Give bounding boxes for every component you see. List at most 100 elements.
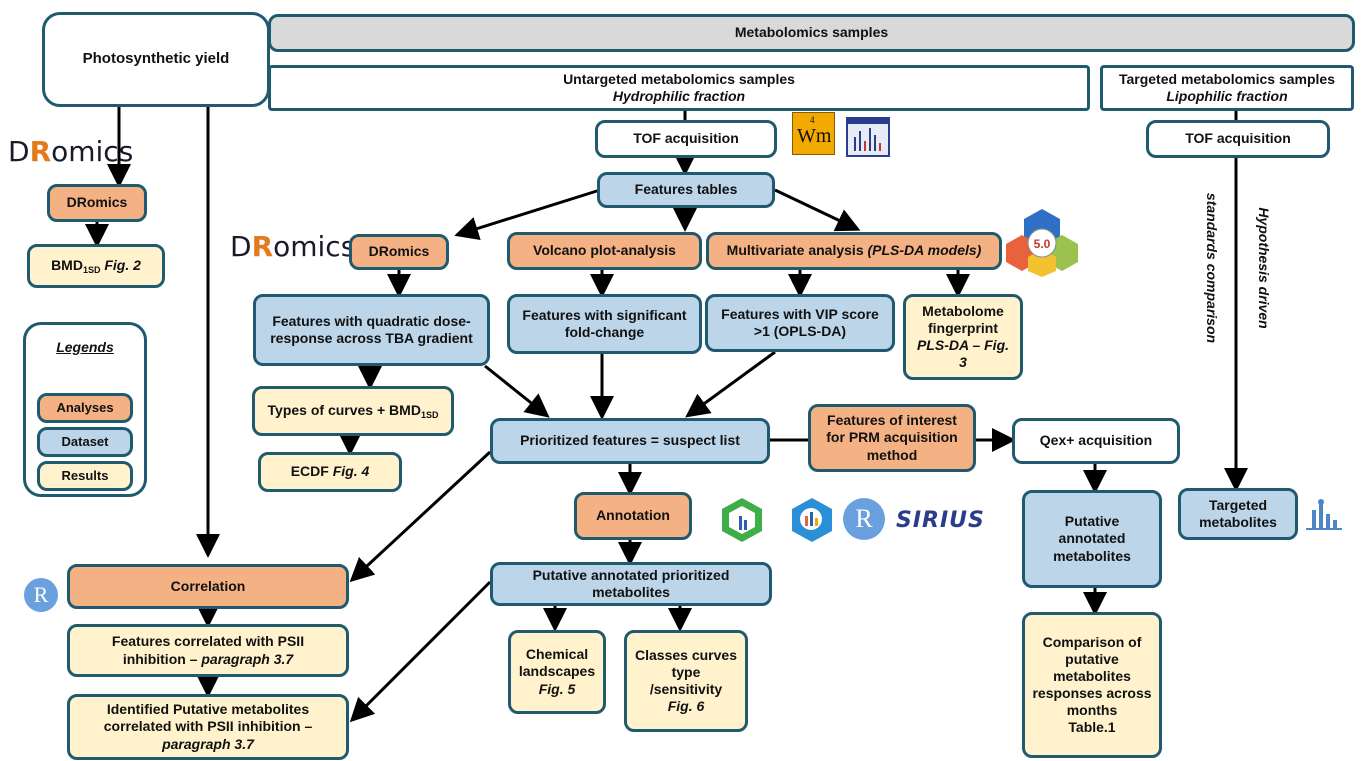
standards-comparison-label: standards comparison — [1204, 192, 1220, 344]
targeted-subtitle: Lipophilic fraction — [1166, 88, 1288, 104]
dromics-mid-label: DRomics — [368, 243, 430, 260]
arrow-putative-to-identified — [349, 580, 492, 723]
prioritized-features-box: Prioritized features = suspect list — [490, 418, 770, 464]
qex-label: Qex+ acquisition — [1039, 432, 1153, 449]
tof-acquisition-targeted: TOF acquisition — [1146, 120, 1330, 158]
comparison-line2: putative — [1065, 650, 1119, 667]
quadratic-features-box: Features with quadratic dose- response a… — [253, 294, 490, 366]
fingerprint-line1: Metabolome — [922, 302, 1004, 319]
comparison-line5: months — [1066, 702, 1118, 719]
untargeted-samples-box: Untargeted metabolomics samples Hydrophi… — [268, 65, 1090, 111]
sigfold-line2: fold-change — [564, 324, 645, 340]
dromics-logo-top: DRomics — [8, 135, 133, 168]
dromics-logo-mid: DRomics — [230, 230, 355, 263]
prm-features-box: Features of interest for PRM acquisition… — [808, 404, 976, 472]
waters-number: 4 — [810, 115, 815, 125]
multivariate-text: Multivariate analysis (PLS-DA models) — [727, 242, 982, 259]
qex-putative-line3: metabolites — [1053, 547, 1131, 564]
dromics-logo-top-text: DRomics — [8, 135, 134, 168]
volcano-box: Volcano plot-analysis — [507, 232, 702, 270]
vip-line2: >1 (OPLS-DA) — [753, 323, 847, 339]
curves-main: Types of curves + BMD — [267, 401, 421, 418]
psii-line2: inhibition – paragraph 3.7 — [123, 651, 293, 668]
annotation-box: Annotation — [574, 492, 692, 540]
photosynthetic-yield-box: Photosynthetic yield — [42, 12, 270, 107]
significant-foldchange-box: Features with significant fold-change — [507, 294, 702, 354]
prioritized-label: Prioritized features = suspect list — [520, 432, 740, 449]
ecdf-fig: Fig. 4 — [332, 463, 370, 480]
spectrum-viewer-icon — [846, 117, 890, 157]
comparison-line3: metabolites — [1053, 667, 1131, 684]
tof-acquisition-untargeted: TOF acquisition — [595, 120, 777, 158]
correlation-box: Correlation — [67, 564, 349, 609]
prm-line1: Features of interest — [827, 412, 957, 429]
metaboanalyst-version: 5.0 — [1034, 237, 1051, 251]
classes-line2: type — [671, 663, 701, 680]
qex-putative-line2: annotated — [1058, 530, 1126, 547]
annotation-label: Annotation — [596, 507, 670, 524]
r-logo-annotation-text: R — [855, 504, 873, 533]
identified-line1: Identified Putative metabolites — [106, 701, 310, 718]
dromics-left-box: DRomics — [47, 184, 147, 222]
sigfold-line1: Features with significant — [522, 306, 687, 323]
quad-line1: Features with quadratic dose- — [272, 312, 471, 329]
arrow-features-to-dromics — [454, 188, 601, 241]
curves-text: Types of curves + BMD1SD — [268, 402, 439, 421]
photosynthetic-yield-label: Photosynthetic yield — [82, 50, 230, 68]
metabolomics-samples-header: Metabolomics samples — [268, 14, 1355, 52]
ecdf-box: ECDF Fig. 4 — [258, 452, 402, 492]
ms-finder-icon — [792, 498, 832, 542]
arrow-vip-to-prioritized — [685, 350, 776, 418]
chemical-fig: Fig. 5 — [538, 680, 576, 697]
comparison-line1: Comparison of — [1042, 633, 1142, 650]
sirius-logo-text: SIRIUS — [896, 508, 985, 533]
classes-line1: Classes curves — [635, 646, 737, 663]
qex-putative-box: Putative annotated metabolites — [1022, 490, 1162, 588]
targeted-title: Targeted metabolomics samples — [1118, 70, 1336, 87]
r-logo-correlation-text: R — [33, 582, 49, 607]
legend-analyses-label: Analyses — [56, 400, 114, 416]
prm-line3: method — [866, 446, 918, 463]
arrow-prioritized-to-correlation — [349, 450, 492, 583]
bmd-left-text: BMD1SD Fig. 2 — [51, 257, 141, 276]
sirius-logo: SIRIUS — [896, 508, 985, 533]
legend-item-results: Results — [37, 461, 133, 491]
bmd-left-sub: 1SD — [82, 264, 101, 275]
multivariate-italic: (PLS-DA models) — [867, 242, 982, 259]
identified-line3: paragraph 3.7 — [162, 735, 254, 752]
ms-dial-icon — [722, 498, 762, 542]
chemical-line2: landscapes — [518, 663, 596, 680]
multivariate-main: Multivariate analysis — [726, 242, 868, 259]
arrow-quad-to-prioritized — [484, 364, 550, 418]
psii-line1: Features correlated with PSII — [111, 633, 305, 650]
legend-title: Legends — [56, 339, 114, 355]
targeted-analysis-icon — [1306, 499, 1342, 530]
dromics-logo-mid-text: DRomics — [230, 230, 356, 263]
targeted-metabolites-line2: metabolites — [1199, 514, 1277, 530]
legend-item-dataset: Dataset — [37, 427, 133, 457]
comparison-line6: Table.1 — [1068, 719, 1116, 736]
comparison-box: Comparison of putative metabolites respo… — [1022, 612, 1162, 758]
untargeted-subtitle: Hydrophilic fraction — [612, 88, 746, 104]
ecdf-text: ECDF Fig. 4 — [291, 463, 370, 480]
waters-text: Wm — [797, 125, 832, 147]
hypothesis-driven-label: Hypothesis driven — [1256, 207, 1272, 329]
correlation-label: Correlation — [170, 577, 246, 594]
arrow-features-to-multivariate — [774, 188, 861, 232]
bmd-left-fig: Fig. 2 — [104, 256, 141, 273]
targeted-metabolites-line1: Targeted — [1208, 496, 1268, 513]
chemical-landscapes-box: Chemical landscapes Fig. 5 — [508, 630, 606, 714]
features-tables-label: Features tables — [634, 181, 738, 198]
putative-line1: Putative annotated prioritized — [532, 566, 730, 583]
features-tables-box: Features tables — [597, 172, 775, 208]
legend-results-label: Results — [61, 468, 109, 484]
prm-line2: for PRM acquisition — [826, 429, 958, 446]
multivariate-box: Multivariate analysis (PLS-DA models) — [706, 232, 1002, 270]
qex-acquisition-box: Qex+ acquisition — [1012, 418, 1180, 464]
fingerprint-line2: fingerprint — [928, 319, 998, 336]
untargeted-title: Untargeted metabolomics samples — [563, 70, 795, 87]
classes-fig: Fig. 6 — [667, 698, 705, 715]
metabolomics-samples-label: Metabolomics samples — [734, 24, 889, 41]
